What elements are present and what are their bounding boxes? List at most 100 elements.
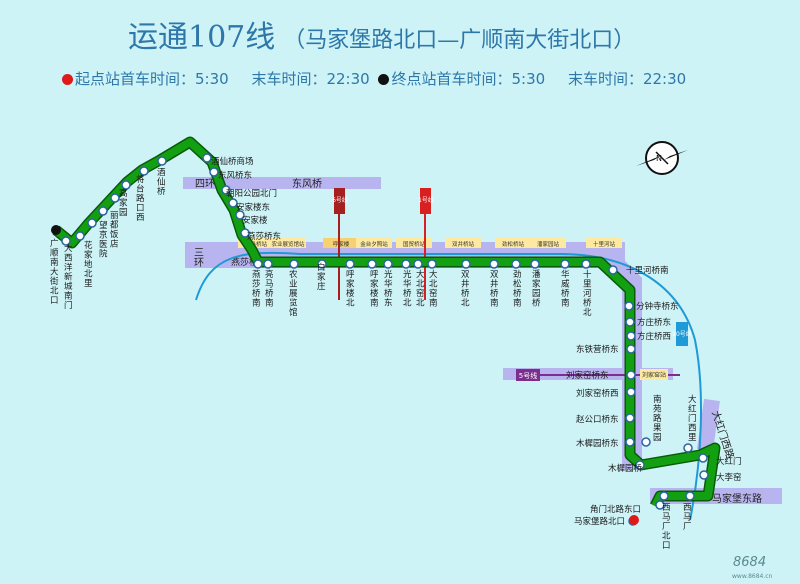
station-icon (530, 259, 540, 269)
station-label: 农业展览馆 (289, 269, 298, 318)
station-icon (317, 259, 327, 269)
station-icon (685, 491, 695, 501)
start-terminal-icon (62, 74, 73, 85)
station-label: 将台路口西 (136, 174, 145, 223)
liujiayao-station-label: 刘家窑站 (642, 371, 666, 379)
schedule-line: 起点站首车时间：5:30 末车时间：22:30 终点站首车时间：5:30 末车时… (62, 68, 686, 89)
station-icon (139, 166, 149, 176)
end-first-time: 终点站首车时间：5:30 (391, 70, 546, 88)
bus-route-outline (52, 136, 721, 509)
station-label: 丽都饭店 (110, 211, 119, 250)
station-icon (61, 236, 71, 246)
station-label: 呼家楼南 (370, 269, 379, 309)
station-icon (625, 413, 635, 423)
station-icon (157, 156, 167, 166)
watermark-logo: 8684 www.8684.cn (732, 555, 773, 580)
station-label: 马家堡路北口 (574, 516, 625, 527)
station-label: 光华桥北 (403, 269, 412, 309)
station-icon (87, 218, 97, 228)
dongfeng-bridge-label: 东风桥 (292, 177, 322, 190)
line5-badge (516, 369, 540, 381)
fourth-ring-label: 四环 (195, 179, 215, 190)
station-label: 刘家窑桥西 (576, 388, 619, 399)
station-label: 白家庄 (317, 262, 326, 292)
watermark-text: www.8684.cn (732, 573, 773, 580)
line10-badge (676, 322, 688, 346)
station-label: 方庄桥西 (637, 331, 671, 342)
station-icon (635, 460, 645, 470)
svg-text:8684: 8684 (733, 555, 766, 570)
station-icon (427, 259, 437, 269)
station-label: 劲松桥南 (513, 269, 522, 309)
svg-text:N: N (656, 154, 662, 163)
station-icon (461, 259, 471, 269)
line1-badge (420, 188, 431, 214)
station-label: 华威桥南 (561, 269, 570, 309)
line10-station-label: 潘家园站 (537, 240, 560, 248)
station-icon (263, 259, 273, 269)
station-icon (489, 259, 499, 269)
line6-label: 6号线 (332, 196, 348, 204)
line1-label: 1号线 (418, 196, 434, 204)
station-label: 东铁营桥东 (576, 344, 619, 355)
line10-station-box (445, 238, 481, 248)
station-label: 刘家窑桥东 (566, 370, 609, 381)
third-ring-label-a: 三 (194, 248, 204, 259)
end-terminal-marker (51, 225, 61, 235)
majiapu-road-label: 马家堡东路 (712, 492, 762, 505)
station-label: 大北窑北 (416, 269, 425, 309)
line10-station-box (396, 238, 432, 248)
line10-station-box (586, 238, 622, 248)
station-icon (98, 206, 108, 216)
station-icon (413, 259, 423, 269)
line10-station-label: 农业展览馆站 (271, 240, 305, 248)
start-terminal-marker (629, 515, 639, 525)
line10-station-labels: 亮马桥站农业展览馆站呼家楼金台夕照站国贸桥站双井桥站劲松桥站潘家园站十里河站 (238, 238, 622, 248)
line10-station-box (356, 238, 392, 248)
station-label: 大北窑南 (429, 269, 438, 309)
station-icon (367, 259, 377, 269)
station-icon (401, 259, 411, 269)
station-label: 酒仙桥商场 (211, 156, 254, 167)
line10-station-label: 金台夕照站 (360, 240, 388, 248)
station-label: 燕莎桥南 (252, 269, 261, 309)
dahongmen-road-band (697, 398, 720, 452)
line10-station-box (270, 238, 306, 248)
station-icon (625, 317, 635, 327)
route-endpoints: （马家堡路北口—广顺南大街北口） (283, 28, 636, 53)
line5-label: 5号线 (519, 371, 537, 380)
line10-station-label: 亮马桥站 (245, 240, 268, 248)
line10-station-box (238, 238, 274, 248)
station-icon (202, 153, 212, 163)
line10-station-box (530, 238, 566, 248)
station-icon (625, 437, 635, 447)
liujiayao-station-box (640, 369, 668, 380)
station-icon (698, 453, 708, 463)
station-icon (345, 259, 355, 269)
station-label: 大红门 (716, 456, 742, 467)
line10-station-label: 双井桥站 (452, 240, 475, 248)
line10-label: 10号线 (672, 330, 692, 338)
station-icon (608, 265, 618, 275)
station-label: 广顺南大街北口 (50, 238, 59, 306)
third-ring-label-b: 环 (194, 258, 204, 269)
station-label: 安家楼东 (236, 202, 270, 213)
station-label: 大西洋新城南门 (64, 243, 73, 311)
station-icon (253, 259, 263, 269)
line10-station-box (495, 238, 531, 248)
station-icon (511, 259, 521, 269)
station-icon (626, 387, 636, 397)
station-label: 呼家楼北 (346, 269, 355, 309)
station-label: 西马厂 (683, 503, 692, 532)
station-label: 安家楼 (242, 215, 268, 226)
station-label: 赵公口桥东 (576, 414, 619, 425)
station-label: 分钟寺桥东 (636, 301, 679, 312)
station-label: 望京医院 (99, 220, 108, 260)
station-label: 燕莎桥东 (247, 231, 281, 242)
station-icon (626, 370, 636, 380)
station-label: 东风桥东 (218, 170, 252, 181)
line10-station-label: 呼家楼 (333, 240, 350, 248)
station-label: 十里河桥南 (626, 265, 669, 276)
station-icon (655, 500, 665, 510)
